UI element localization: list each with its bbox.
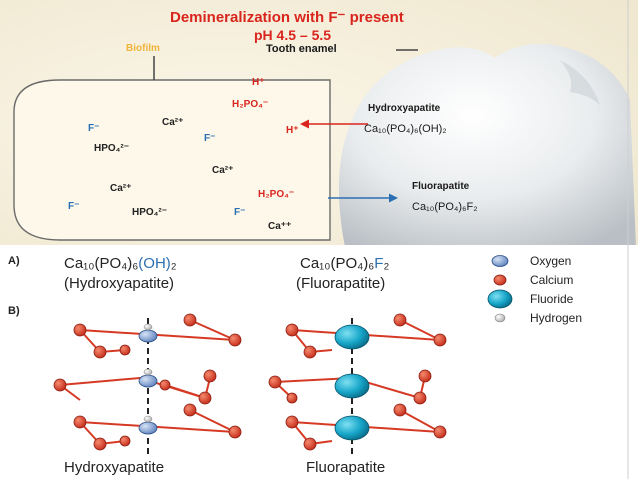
legend-fluoride-label: Fluoride [530, 292, 574, 306]
fluorapatite-formula: Ca₁₀(PO₄)₆F₂ [412, 201, 478, 213]
ion-f-4: F⁻ [234, 207, 246, 218]
ion-h2po4-bottom: H₂PO₄⁻ [258, 189, 295, 200]
ion-f-1: F⁻ [88, 123, 100, 134]
biofilm-label: Biofilm [126, 43, 160, 54]
fluorapatite-label: Fluorapatite [412, 181, 470, 192]
figure-title: Demineralization with F⁻ present [170, 9, 404, 26]
hydroxyapatite-lattice [53, 313, 242, 458]
ion-h-middle: H⁺ [286, 125, 299, 136]
hydroxyapatite-formula: Ca₁₀(PO₄)₆(OH)₂ [364, 123, 447, 135]
tooth-shading [560, 60, 600, 105]
hydroxyapatite-label: Hydroxyapatite [368, 103, 441, 114]
legend-calcium-label: Calcium [530, 273, 574, 287]
legend-oxygen-label: Oxygen [530, 254, 572, 268]
fluorapatite-name: (Fluorapatite) [296, 275, 386, 292]
formula-right-prefix: Ca₁₀(PO₄)₆ [300, 255, 375, 272]
legend-hydrogen-label: Hydrogen [530, 311, 583, 325]
section-b-label: B) [8, 305, 20, 317]
tooth-enamel-label: Tooth enamel [266, 43, 337, 55]
ion-h-top: H⁺ [252, 77, 265, 88]
ion-f-2: F⁻ [204, 133, 216, 144]
biofilm-region [13, 79, 331, 241]
formula-left-oh: (OH) [138, 255, 171, 272]
formula-right-suffix: ₂ [383, 255, 390, 272]
legend-hydrogen-marker [494, 313, 506, 323]
formula-right-f: F [374, 255, 384, 272]
formula-left-prefix: Ca₁₀(PO₄)₆ [64, 255, 139, 272]
ion-ca-2: Ca²⁺ [212, 165, 234, 176]
legend-oxygen-marker [491, 255, 509, 267]
ion-h2po4-top: H₂PO₄⁻ [232, 99, 269, 110]
ion-ca-1: Ca²⁺ [162, 117, 184, 128]
legend-calcium-marker [493, 274, 507, 286]
ion-hpo4-2: HPO₄²⁻ [132, 207, 168, 218]
legend-fluoride-marker [487, 289, 513, 309]
ph-range: pH 4.5 – 5.5 [254, 27, 332, 43]
ion-f-3: F⁻ [68, 201, 80, 212]
hydroxyapatite-caption: Hydroxyapatite [64, 459, 165, 476]
ion-ca-3: Ca²⁺ [110, 183, 132, 194]
fluorapatite-caption: Fluorapatite [306, 459, 386, 476]
tooth-illustration [338, 43, 636, 248]
panel-divider [0, 245, 638, 249]
hydroxyapatite-formula-large: Ca₁₀(PO₄)₆(OH)₂ [64, 256, 177, 271]
ion-hpo4-1: HPO₄²⁻ [94, 143, 130, 154]
hydroxyapatite-name: (Hydroxyapatite) [64, 275, 175, 292]
release-arrow-head [300, 119, 309, 129]
ion-ca-4: Ca⁺⁺ [268, 221, 292, 232]
formation-arrow-head [389, 193, 398, 203]
section-a-label: A) [8, 255, 20, 267]
fluorapatite-formula-large: Ca₁₀(PO₄)₆F₂ [300, 256, 389, 271]
formula-left-suffix: ₂ [170, 255, 177, 272]
fluorapatite-lattice [268, 313, 447, 458]
